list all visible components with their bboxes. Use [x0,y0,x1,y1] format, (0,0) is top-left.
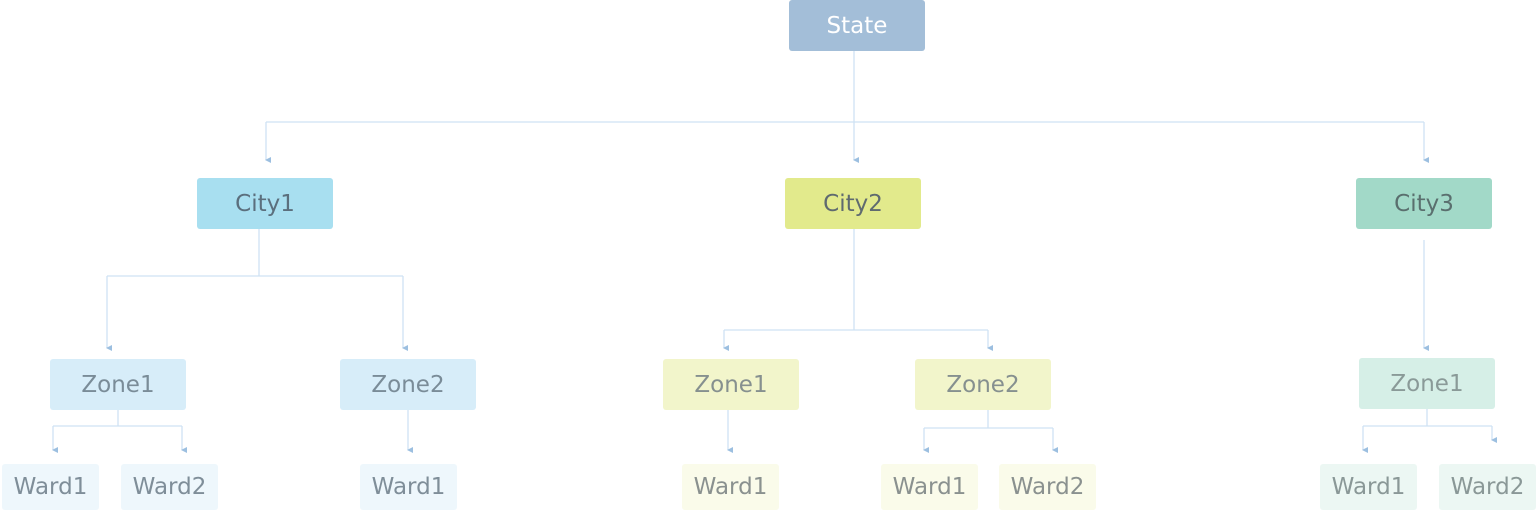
node-city2: City2 [785,178,921,229]
node-city1-zone2: Zone2 [340,359,476,410]
node-city1-zone2-ward1: Ward1 [360,464,457,510]
node-city3: City3 [1356,178,1492,229]
node-city1-zone1-ward2: Ward2 [121,464,218,510]
node-city3-zone1: Zone1 [1359,358,1495,409]
node-city2-zone2-ward2: Ward2 [999,464,1096,510]
node-city2-zone2-ward1: Ward1 [881,464,978,510]
node-city2-zone1-ward1: Ward1 [682,464,779,510]
node-city3-zone1-ward1: Ward1 [1320,464,1417,510]
node-city3-zone1-ward2: Ward2 [1439,464,1536,510]
node-city1-zone1-ward1: Ward1 [2,464,99,510]
node-city1: City1 [197,178,333,229]
node-city2-zone1: Zone1 [663,359,799,410]
node-city1-zone1: Zone1 [50,359,186,410]
node-city2-zone2: Zone2 [915,359,1051,410]
node-state: State [789,0,925,51]
